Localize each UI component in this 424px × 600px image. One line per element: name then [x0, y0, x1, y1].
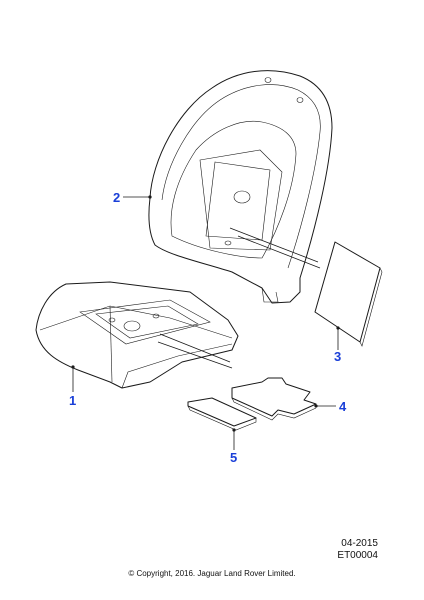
seat-back-frame: [148, 70, 333, 304]
callout-4: 4: [314, 399, 347, 414]
callout-3: 3: [334, 326, 341, 364]
back-panel-pad: [229, 227, 383, 347]
cushion-pad: [231, 377, 317, 421]
callout-label-1: 1: [69, 393, 76, 408]
callout-2: 2: [113, 190, 152, 205]
callout-label-3: 3: [334, 349, 341, 364]
copyright-notice: © Copyright, 2016. Jaguar Land Rover Lim…: [128, 569, 296, 578]
date-code: 04-2015: [341, 538, 378, 549]
callout-5: 5: [230, 428, 237, 465]
callout-label-5: 5: [230, 450, 237, 465]
small-pad: [187, 397, 257, 431]
illustration-reference: ET00004: [337, 550, 378, 561]
callout-1: 1: [69, 365, 76, 408]
callout-label-4: 4: [339, 399, 347, 414]
callout-label-2: 2: [113, 190, 120, 205]
seat-cushion-frame: [35, 281, 239, 389]
